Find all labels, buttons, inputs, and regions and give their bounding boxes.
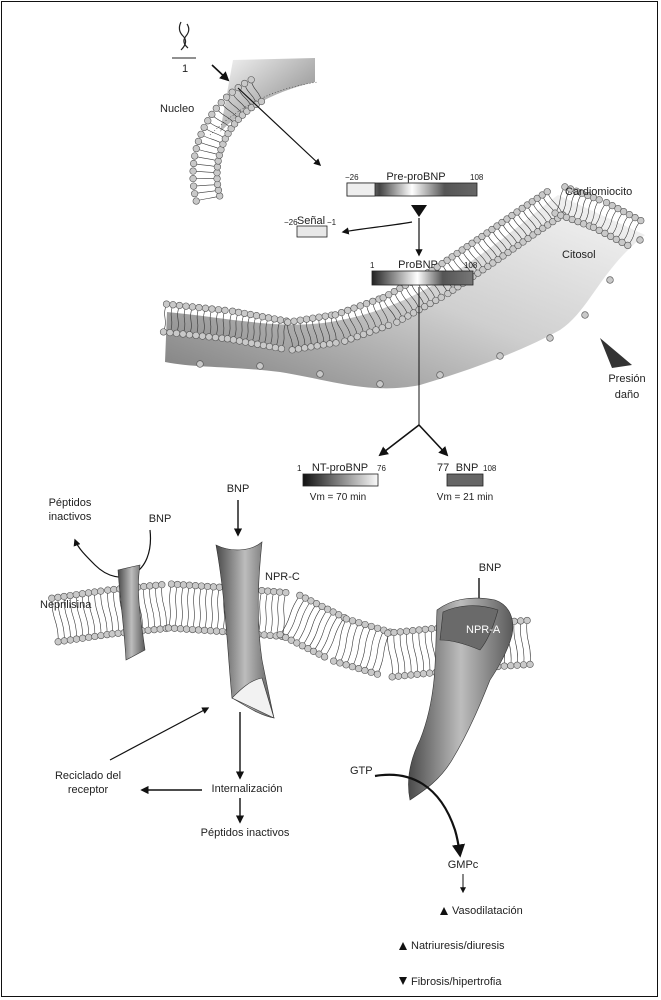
ntprobnp-bar <box>303 474 378 486</box>
signal-bar <box>297 226 327 237</box>
nprc-label: NPR-C <box>265 571 300 583</box>
effect-vasodilation: Vasodilatación <box>452 905 523 917</box>
cardiomyocyte-label: Cardiomiocito <box>565 186 632 198</box>
pressure-wedge <box>600 338 632 368</box>
prepro-label: Pre-proBNP <box>386 171 445 183</box>
bnp-end: 108 <box>483 464 497 473</box>
bnp-start: 77 <box>437 462 449 474</box>
inactive-peptides-label-2: inactivos <box>49 511 92 523</box>
nucleus <box>190 58 318 204</box>
probnp-start: 1 <box>370 261 375 270</box>
bnp-npra-label: BNP <box>479 562 502 574</box>
gene-fraction-label: 1 <box>182 63 188 75</box>
neprilysin-label: Neprilisina <box>40 599 92 611</box>
nucleus-label: Nucleo <box>160 103 194 115</box>
prepro-start: −26 <box>345 173 359 182</box>
recycling-label-1: Reciclado del <box>55 770 121 782</box>
cardiomyocyte-membrane <box>160 184 645 389</box>
bnp-neprilysin-label: BNP <box>149 513 172 525</box>
probnp-label: ProBNP <box>398 259 438 271</box>
effect-natriuresis: Natriuresis/diuresis <box>411 940 505 952</box>
prepro-end: 108 <box>470 173 484 182</box>
bnp-halflife: Vm = 21 min <box>437 492 493 503</box>
bnp-fragment-label: BNP <box>456 462 479 474</box>
signal-end: −1 <box>327 218 337 227</box>
gtp-label: GTP <box>350 765 373 777</box>
nt-start: 1 <box>297 464 302 473</box>
bnp-nprc-label: BNP <box>227 483 250 495</box>
recycling-label-2: receptor <box>68 784 109 796</box>
bnp-bar <box>447 474 483 486</box>
cytosol-label: Citosol <box>562 249 596 261</box>
ntprobnp-halflife: Vm = 70 min <box>310 492 366 503</box>
inactive-peptides-label-1: Péptidos <box>49 497 92 509</box>
npra-label: NPR-A <box>466 624 501 636</box>
signal-label: Señal <box>297 215 325 227</box>
gene-icon <box>172 22 196 58</box>
probnp-end: 108 <box>464 261 478 270</box>
nt-end: 76 <box>377 464 386 473</box>
pressure-label-2: daño <box>615 389 639 401</box>
effect-fibrosis: Fibrosis/hipertrofia <box>411 976 502 988</box>
internalization-label: Internalización <box>212 783 283 795</box>
probnp-bar <box>372 271 473 285</box>
pressure-label-1: Presión <box>608 373 645 385</box>
ntprobnp-label: NT-proBNP <box>312 462 368 474</box>
gmpc-label: GMPc <box>448 859 479 871</box>
inactive-peptides-2-label: Péptidos inactivos <box>201 827 290 839</box>
